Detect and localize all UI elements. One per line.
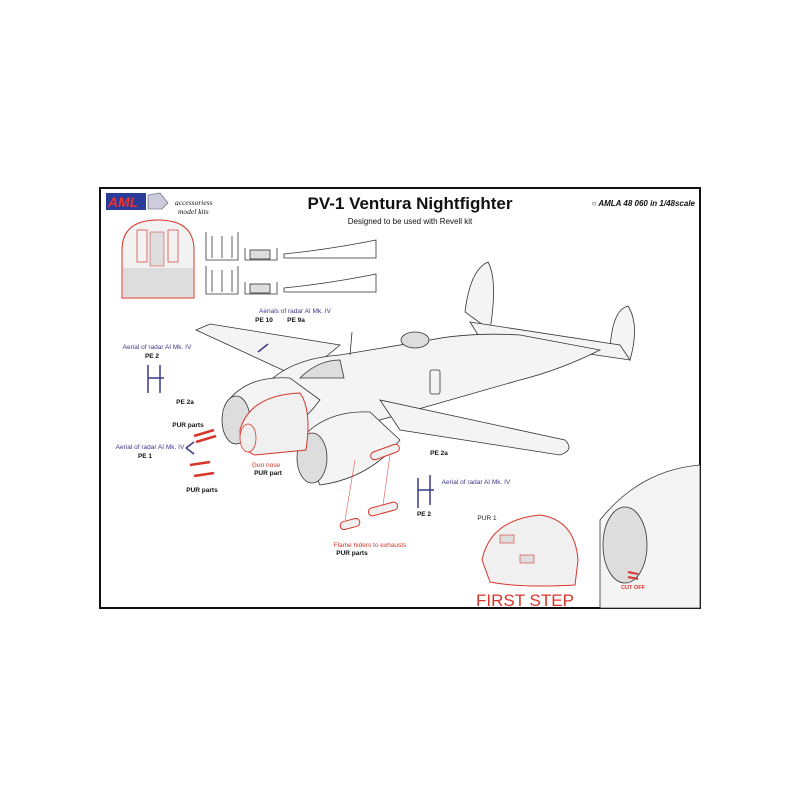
label-flame-hiders: Flame hiders to exhausts <box>334 542 407 549</box>
first-step-inset <box>481 464 701 609</box>
pur1-part <box>481 514 579 587</box>
label-gun-nose: Gun nose <box>252 462 281 469</box>
label-pe2-right: PE 2 <box>417 511 431 518</box>
label-pe2a-left: PE 2a <box>176 399 194 406</box>
label-pe2-left: PE 2 <box>145 353 159 360</box>
label-pur1: PUR 1 <box>477 515 497 522</box>
canopy-part-drawing <box>121 219 195 299</box>
label-pe1: PE 1 <box>138 453 152 460</box>
page-subtitle: Designed to be used with Revell kit <box>348 217 473 226</box>
catalog-number: ○ AMLA 48 060 in 1/48scale <box>592 199 696 208</box>
label-pe9a: PE 9a <box>287 317 305 324</box>
label-aerials-top: Aerials of radar AI Mk. IV <box>259 308 332 315</box>
label-flame-pur: PUR parts <box>336 550 368 557</box>
label-aerial-left: Aerial of radar AI Mk. IV <box>123 344 192 351</box>
small-parts-drawings <box>205 232 377 295</box>
aml-logo: AML accessoriess model kits <box>106 192 213 216</box>
logo-tagline: model kits <box>178 207 209 216</box>
label-cut-off: CUT OFF <box>621 585 645 591</box>
logo-tagline: accessoriess <box>175 198 213 207</box>
label-aerial-right: Aerial of radar AI Mk. IV <box>442 479 511 486</box>
label-pe10: PE 10 <box>255 317 273 324</box>
label-pur-parts: PUR parts <box>172 422 204 429</box>
label-first-step: FIRST STEP <box>476 591 574 610</box>
page-title: PV-1 Ventura Nightfighter <box>308 194 513 213</box>
logo-text: AML <box>107 194 138 210</box>
label-pe2a-right: PE 2a <box>430 450 448 457</box>
label-pur-parts: PUR parts <box>186 487 218 494</box>
label-gun-nose-part: PUR part <box>254 470 283 477</box>
label-aerial-pe1: Aerial of radar AI Mk. IV <box>116 444 185 451</box>
aircraft-drawing <box>147 261 635 531</box>
